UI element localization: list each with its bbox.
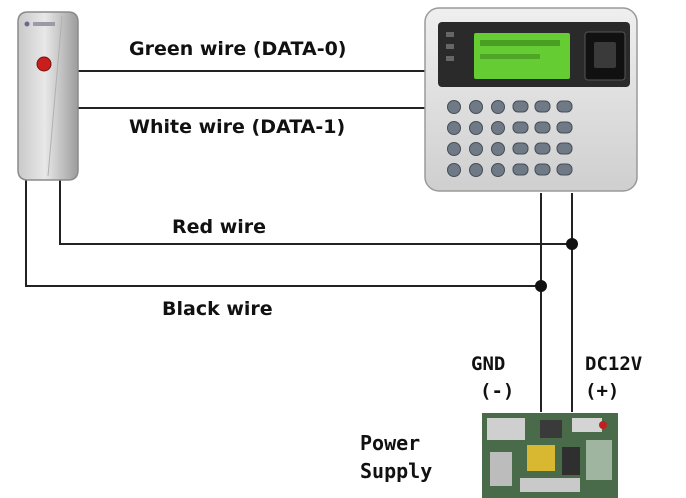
power-supply-board-icon <box>482 413 618 498</box>
card-reader-icon <box>17 11 79 181</box>
black-wire-line <box>25 178 541 287</box>
power-supply-label-line1: Power <box>360 431 421 455</box>
reader-led-icon <box>36 56 52 72</box>
dc12v-sign-label: (+) <box>585 380 620 402</box>
black-wire-label: Black wire <box>162 298 273 320</box>
green-wire-label: Green wire (DATA-0) <box>129 38 347 60</box>
keypad <box>447 100 573 177</box>
black-wire-junction <box>535 280 547 292</box>
wires <box>25 70 573 412</box>
dc12v-terminal-label: DC12V <box>585 353 643 375</box>
white-wire-label: White wire (DATA-1) <box>129 116 346 138</box>
red-wire-line <box>59 178 572 245</box>
red-wire-label: Red wire <box>172 216 267 238</box>
gnd-terminal-label: GND <box>471 353 506 375</box>
gnd-sign-label: (-) <box>480 380 515 402</box>
red-wire-junction <box>566 238 578 250</box>
access-controller-icon <box>424 7 638 192</box>
power-supply-label-line2: Supply <box>360 459 433 483</box>
